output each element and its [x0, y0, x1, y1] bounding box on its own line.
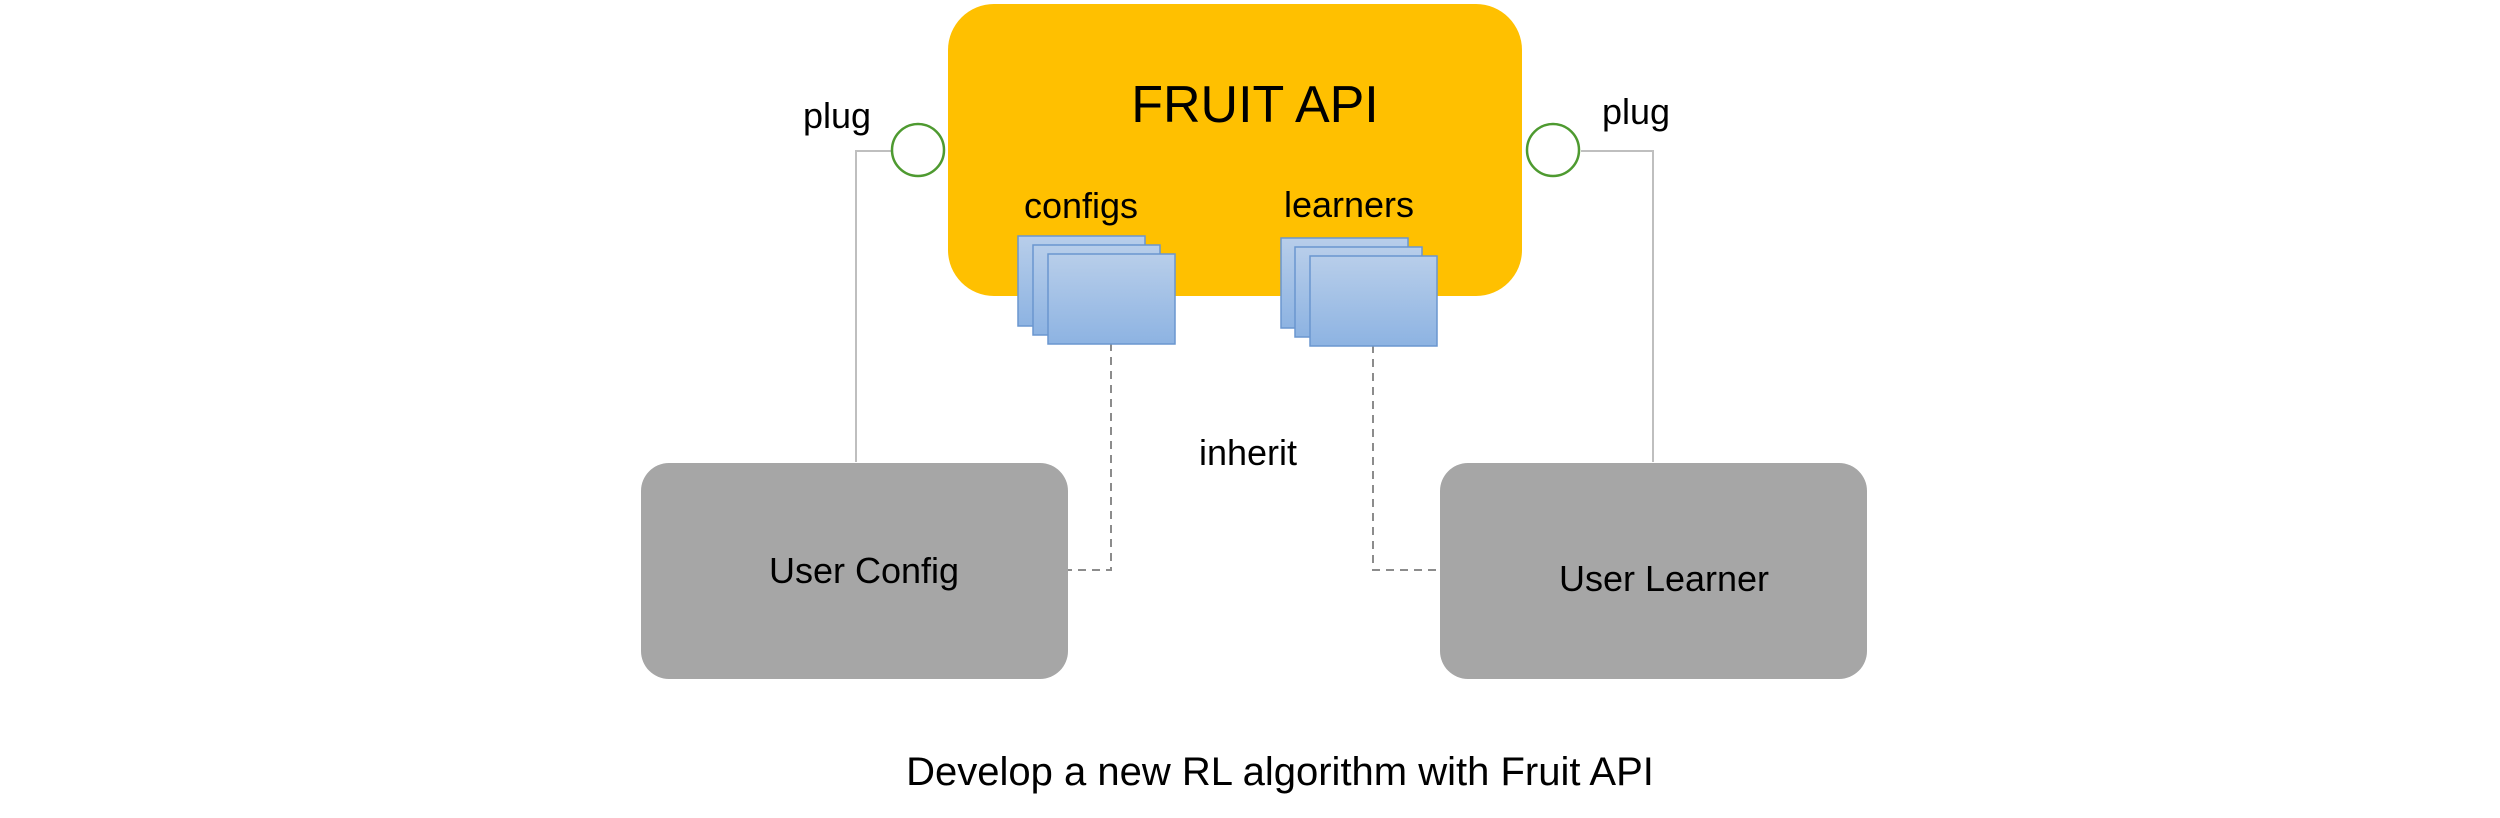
learners-label: learners: [1284, 184, 1414, 225]
user-learner-label: User Learner: [1559, 558, 1769, 599]
plug-right-circle: [1525, 122, 1581, 178]
plug-left-circle: [890, 122, 946, 178]
user-learner-box: [1440, 463, 1867, 679]
plug-left-label: plug: [803, 95, 871, 136]
learners-page-stack-icon: [1280, 237, 1438, 347]
user-config-box: [641, 463, 1068, 679]
fruit-api-box: [948, 4, 1522, 296]
diagram-caption: Develop a new RL algorithm with Fruit AP…: [906, 750, 1654, 794]
configs-page-stack-icon: [1017, 235, 1176, 345]
inherit-label: inherit: [1199, 432, 1297, 473]
user-config-label: User Config: [769, 550, 959, 591]
plug-left-connector: [855, 150, 896, 462]
configs-label: configs: [1024, 185, 1138, 226]
plug-right-connector: [1581, 150, 1654, 462]
inherit-config-connector: [1068, 343, 1112, 571]
fruit-api-title: FRUIT API: [1131, 76, 1379, 134]
plug-right-label: plug: [1602, 91, 1670, 132]
inherit-learner-connector: [1372, 345, 1440, 571]
